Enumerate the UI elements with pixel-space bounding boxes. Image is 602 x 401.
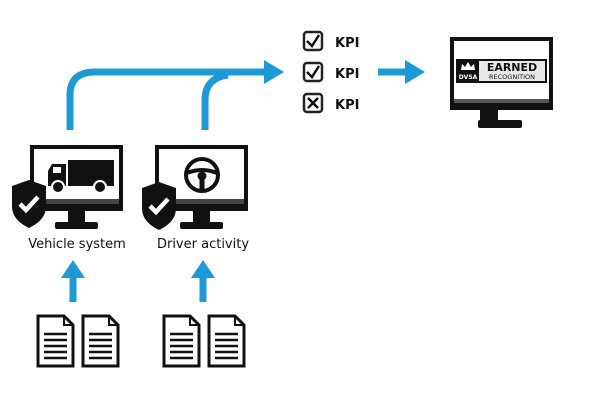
earned-text: EARNED xyxy=(487,61,537,74)
shield-check-icon xyxy=(142,182,176,230)
driver-to-kpi-arrow xyxy=(201,71,229,130)
kpi-label: KPI xyxy=(335,67,359,82)
vehicle-system-label: Vehicle system xyxy=(28,237,126,252)
flow-arrows xyxy=(66,68,408,302)
truck-icon xyxy=(48,160,114,194)
kpi-label: KPI xyxy=(335,36,359,51)
driver-activity-label: Driver activity xyxy=(157,237,249,252)
steering-wheel-icon xyxy=(184,157,220,193)
earned-recognition-monitor: DVSA EARNED RECOGNITION xyxy=(450,37,553,128)
document-icon xyxy=(162,314,201,368)
recognition-text: RECOGNITION xyxy=(489,73,535,81)
shield-check-icon xyxy=(12,180,46,228)
document-icon xyxy=(36,314,75,368)
arrowhead-icon xyxy=(264,60,284,84)
svg-text:DVSA: DVSA xyxy=(459,74,478,81)
arrowhead-icon xyxy=(191,260,215,278)
crown-icon xyxy=(461,62,475,70)
cross-icon xyxy=(307,97,319,109)
vehicle-system-monitor xyxy=(30,145,123,229)
check-icon xyxy=(306,34,321,48)
vehicle-to-kpi-arrow xyxy=(66,68,268,130)
kpi-list: KPI KPI KPI xyxy=(302,30,359,114)
document-icon xyxy=(81,314,120,368)
document-icon xyxy=(207,314,246,368)
driver-activity-monitor xyxy=(155,145,248,229)
arrowhead-icon xyxy=(405,60,425,84)
kpi-label: KPI xyxy=(335,98,359,113)
check-icon xyxy=(306,65,321,79)
arrowhead-icon xyxy=(61,260,85,278)
